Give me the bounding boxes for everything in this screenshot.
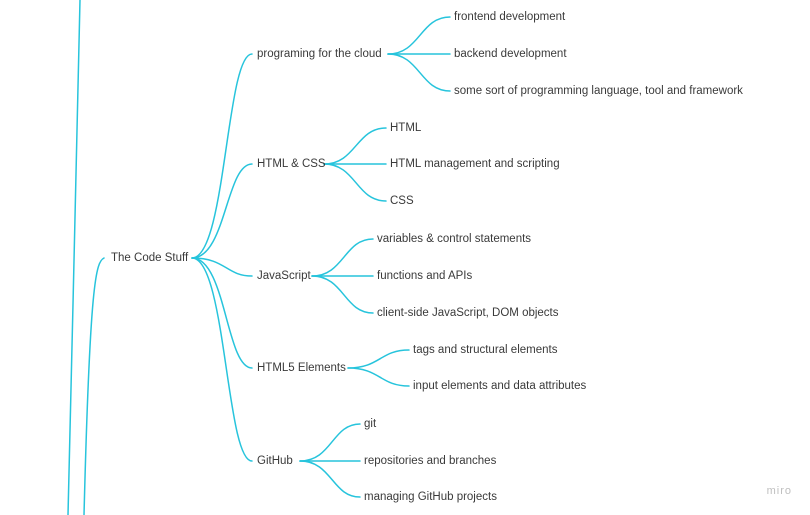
connector-root-branch-github: [191, 257, 253, 462]
leaf-node[interactable]: variables & control statements: [377, 233, 532, 245]
connector-cloud-child-3: [387, 53, 451, 92]
leaf-node[interactable]: some sort of programming language, tool …: [454, 85, 743, 97]
connector-github-child-3: [299, 460, 361, 498]
leaf-node[interactable]: CSS: [390, 195, 414, 207]
miro-watermark: miro: [766, 485, 792, 497]
root-node[interactable]: The Code Stuff: [111, 252, 189, 264]
trunk-line: [67, 0, 81, 515]
connector-html5-child-1: [347, 349, 410, 369]
connector-root-branch-cloud: [191, 53, 253, 259]
branch-node-github[interactable]: GitHub: [257, 455, 293, 467]
leaf-node[interactable]: tags and structural elements: [413, 344, 558, 356]
root-connector: [83, 257, 105, 515]
leaf-node[interactable]: functions and APIs: [377, 270, 473, 282]
branch-node-javascript[interactable]: JavaScript: [257, 270, 311, 282]
leaf-node[interactable]: client-side JavaScript, DOM objects: [377, 307, 559, 319]
branch-node-html5[interactable]: HTML5 Elements: [257, 362, 346, 374]
leaf-node[interactable]: input elements and data attributes: [413, 380, 587, 392]
leaf-node[interactable]: backend development: [454, 48, 567, 60]
connector-root-branch-html5: [191, 257, 253, 369]
leaf-node[interactable]: git: [364, 418, 377, 430]
leaf-node[interactable]: HTML management and scripting: [390, 158, 560, 170]
connector-htmlcss-child-3: [323, 163, 387, 202]
connector-htmlcss-child-1: [323, 127, 387, 165]
leaf-node[interactable]: HTML: [390, 122, 422, 134]
leaf-node[interactable]: frontend development: [454, 11, 566, 23]
branch-node-htmlcss[interactable]: HTML & CSS: [257, 158, 326, 170]
connector-js-child-3: [311, 275, 374, 314]
connector-js-child-1: [311, 238, 374, 277]
leaf-node[interactable]: repositories and branches: [364, 455, 497, 467]
connector-root-branch-js: [191, 257, 253, 277]
leaf-node[interactable]: managing GitHub projects: [364, 491, 497, 503]
connector-github-child-1: [299, 423, 361, 462]
connector-html5-child-2: [347, 367, 410, 387]
connector-root-branch-htmlcss: [191, 163, 253, 259]
branch-node-cloud[interactable]: programing for the cloud: [257, 48, 382, 60]
connector-cloud-child-1: [387, 16, 451, 55]
